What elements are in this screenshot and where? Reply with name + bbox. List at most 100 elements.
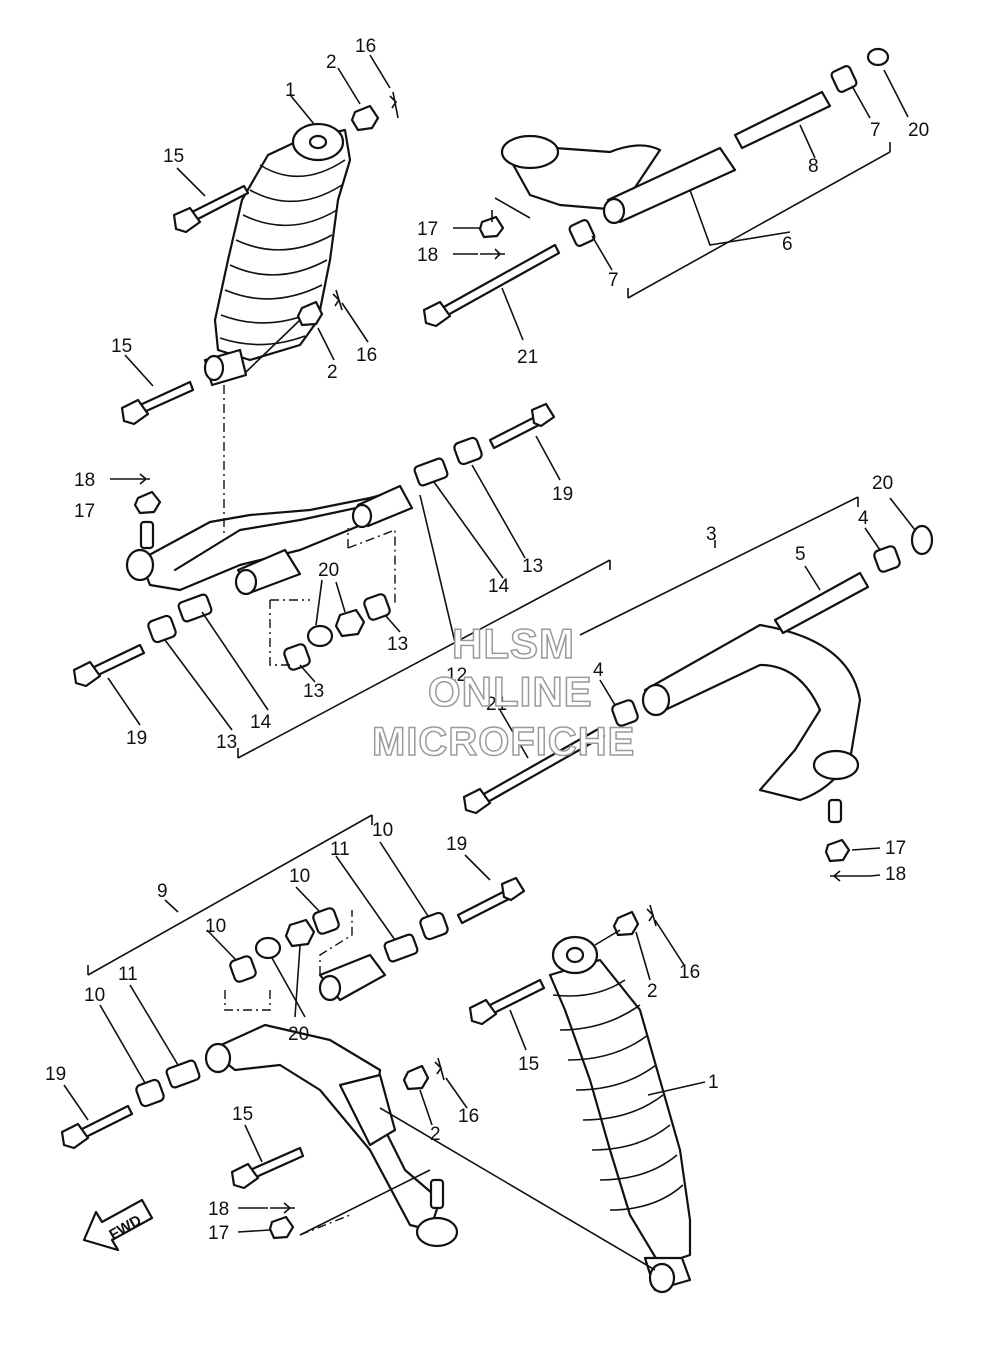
bushing-10-mid[interactable] bbox=[229, 955, 257, 983]
nut-2-lower-left[interactable] bbox=[402, 1064, 430, 1091]
cotter-pin-16-lower[interactable] bbox=[332, 289, 343, 311]
bushing-13-mid[interactable] bbox=[283, 643, 311, 671]
callout-1-upper: 1 bbox=[285, 80, 296, 101]
callout-14-left: 14 bbox=[250, 712, 272, 733]
nut-2-lower-right[interactable] bbox=[612, 910, 640, 937]
callout-5: 5 bbox=[795, 544, 806, 565]
bushing-13-left[interactable] bbox=[147, 614, 177, 644]
callout-17-lower: 17 bbox=[208, 1223, 229, 1244]
callout-15-lower-right: 15 bbox=[518, 1054, 539, 1075]
callout-21-lower: 21 bbox=[486, 694, 507, 715]
nut-2-upper[interactable] bbox=[350, 104, 380, 132]
shock-absorber-upper[interactable] bbox=[203, 122, 352, 387]
lower-arm-assembly-12[interactable] bbox=[125, 484, 414, 596]
cotter-pin-16-upper[interactable] bbox=[389, 91, 399, 119]
bolt-15-lower-left[interactable] bbox=[230, 1146, 305, 1190]
callout-2-lower-left: 2 bbox=[430, 1124, 441, 1145]
callout-20-top-right: 20 bbox=[908, 120, 929, 141]
callout-8: 8 bbox=[808, 156, 819, 177]
callout-14-right: 14 bbox=[488, 576, 510, 597]
bolt-15-lower-right[interactable] bbox=[468, 978, 546, 1026]
callout-13-mid: 13 bbox=[303, 681, 324, 702]
bolt-21-lower[interactable] bbox=[462, 726, 606, 815]
callout-19-right: 19 bbox=[446, 834, 467, 855]
washer-20-right[interactable] bbox=[910, 524, 934, 556]
callout-19-top: 19 bbox=[552, 484, 573, 505]
callout-2-mid: 2 bbox=[327, 362, 338, 383]
callout-9: 9 bbox=[157, 881, 168, 902]
shock-absorber-lower[interactable] bbox=[548, 935, 692, 1294]
bushing-4-lower[interactable] bbox=[611, 699, 639, 727]
bushing-10-top[interactable] bbox=[312, 907, 340, 935]
sleeve-5[interactable] bbox=[773, 571, 870, 635]
sleeve-11-right[interactable] bbox=[383, 933, 419, 963]
cotter-pin-18-right[interactable] bbox=[830, 870, 870, 882]
lower-arm-assembly-3[interactable] bbox=[641, 623, 862, 824]
callout-16-mid: 16 bbox=[356, 345, 377, 366]
bushing-7-upper[interactable] bbox=[830, 65, 858, 93]
cotter-pin-16-lower-right[interactable] bbox=[646, 904, 657, 927]
watermark-line-3: MICROFICHE bbox=[372, 720, 635, 764]
washer-20-mid[interactable] bbox=[306, 624, 334, 648]
callout-16-upper: 16 bbox=[355, 36, 376, 57]
bolt-19-lower-right[interactable] bbox=[456, 876, 526, 925]
callout-10-far-left: 10 bbox=[84, 985, 105, 1006]
watermark: HLSM ONLINE MICROFICHE bbox=[371, 619, 635, 765]
callout-20-mid: 20 bbox=[318, 560, 339, 581]
cotter-pin-18-left[interactable] bbox=[110, 473, 150, 485]
nut-2-lower[interactable] bbox=[296, 300, 324, 327]
bushing-4-upper[interactable] bbox=[873, 545, 901, 573]
callout-19-far-left: 19 bbox=[45, 1064, 66, 1085]
sleeve-14-left[interactable] bbox=[177, 593, 213, 623]
callout-13-left: 13 bbox=[216, 732, 237, 753]
callout-18-right: 18 bbox=[885, 864, 906, 885]
bolt-19-lower-left[interactable] bbox=[60, 1104, 134, 1150]
bushing-10-right[interactable] bbox=[419, 911, 449, 941]
bolt-15-upper[interactable] bbox=[172, 184, 250, 234]
sleeve-14-right[interactable] bbox=[413, 457, 449, 487]
callout-20-right: 20 bbox=[872, 473, 893, 494]
sleeve-11-left[interactable] bbox=[165, 1059, 201, 1089]
callout-11-right: 11 bbox=[330, 839, 350, 860]
leader-lines bbox=[63, 54, 916, 1233]
upper-arm-assembly-6[interactable] bbox=[500, 134, 737, 225]
callout-2-upper: 2 bbox=[326, 52, 337, 73]
washer-20-upper[interactable] bbox=[866, 47, 890, 67]
callout-13-mid-right: 13 bbox=[387, 634, 408, 655]
sleeve-8[interactable] bbox=[733, 90, 832, 150]
bushing-13-top[interactable] bbox=[453, 436, 483, 466]
nut-20-mid[interactable] bbox=[334, 608, 366, 638]
watermark-line-1: HLSM bbox=[452, 620, 575, 667]
callout-18-lower: 18 bbox=[208, 1199, 229, 1220]
watermark-line-2: ONLINE bbox=[428, 668, 593, 715]
bushing-7-lower[interactable] bbox=[568, 219, 596, 247]
nut-17-lower[interactable] bbox=[268, 1215, 295, 1240]
callout-17-right: 17 bbox=[885, 838, 906, 859]
callout-labels: 1 2 16 15 15 2 16 20 7 8 6 7 21 17 18 18… bbox=[45, 36, 929, 1244]
callout-13-top: 13 bbox=[522, 556, 543, 577]
bolt-19-left[interactable] bbox=[72, 643, 146, 688]
cotter-pin-16-lower-left[interactable] bbox=[434, 1057, 445, 1081]
callout-20-lower: 20 bbox=[288, 1024, 309, 1045]
nut-20-lower[interactable] bbox=[284, 918, 316, 948]
callout-19-left: 19 bbox=[126, 728, 147, 749]
callout-6: 6 bbox=[782, 234, 793, 255]
bolt-15-lower[interactable] bbox=[120, 380, 195, 426]
callout-1-lower: 1 bbox=[708, 1072, 719, 1093]
callout-12: 12 bbox=[446, 665, 467, 686]
nut-17-left[interactable] bbox=[133, 490, 162, 515]
nut-17-right[interactable] bbox=[824, 838, 851, 863]
bolt-19-right[interactable] bbox=[488, 402, 556, 450]
callout-4-lower: 4 bbox=[593, 660, 604, 681]
lower-arm-assembly-9[interactable] bbox=[204, 953, 459, 1248]
washer-20-lower[interactable] bbox=[254, 936, 282, 960]
callout-16-lower-left: 16 bbox=[458, 1106, 479, 1127]
bolt-21-upper[interactable] bbox=[422, 243, 561, 328]
callout-11-left: 11 bbox=[118, 964, 138, 985]
nut-17-upper[interactable] bbox=[478, 215, 505, 239]
cotter-pin-18-upper[interactable] bbox=[480, 248, 505, 260]
bushing-13-right[interactable] bbox=[363, 593, 391, 621]
cotter-pin-18-lower[interactable] bbox=[270, 1202, 295, 1214]
bushing-10-left[interactable] bbox=[135, 1078, 165, 1108]
